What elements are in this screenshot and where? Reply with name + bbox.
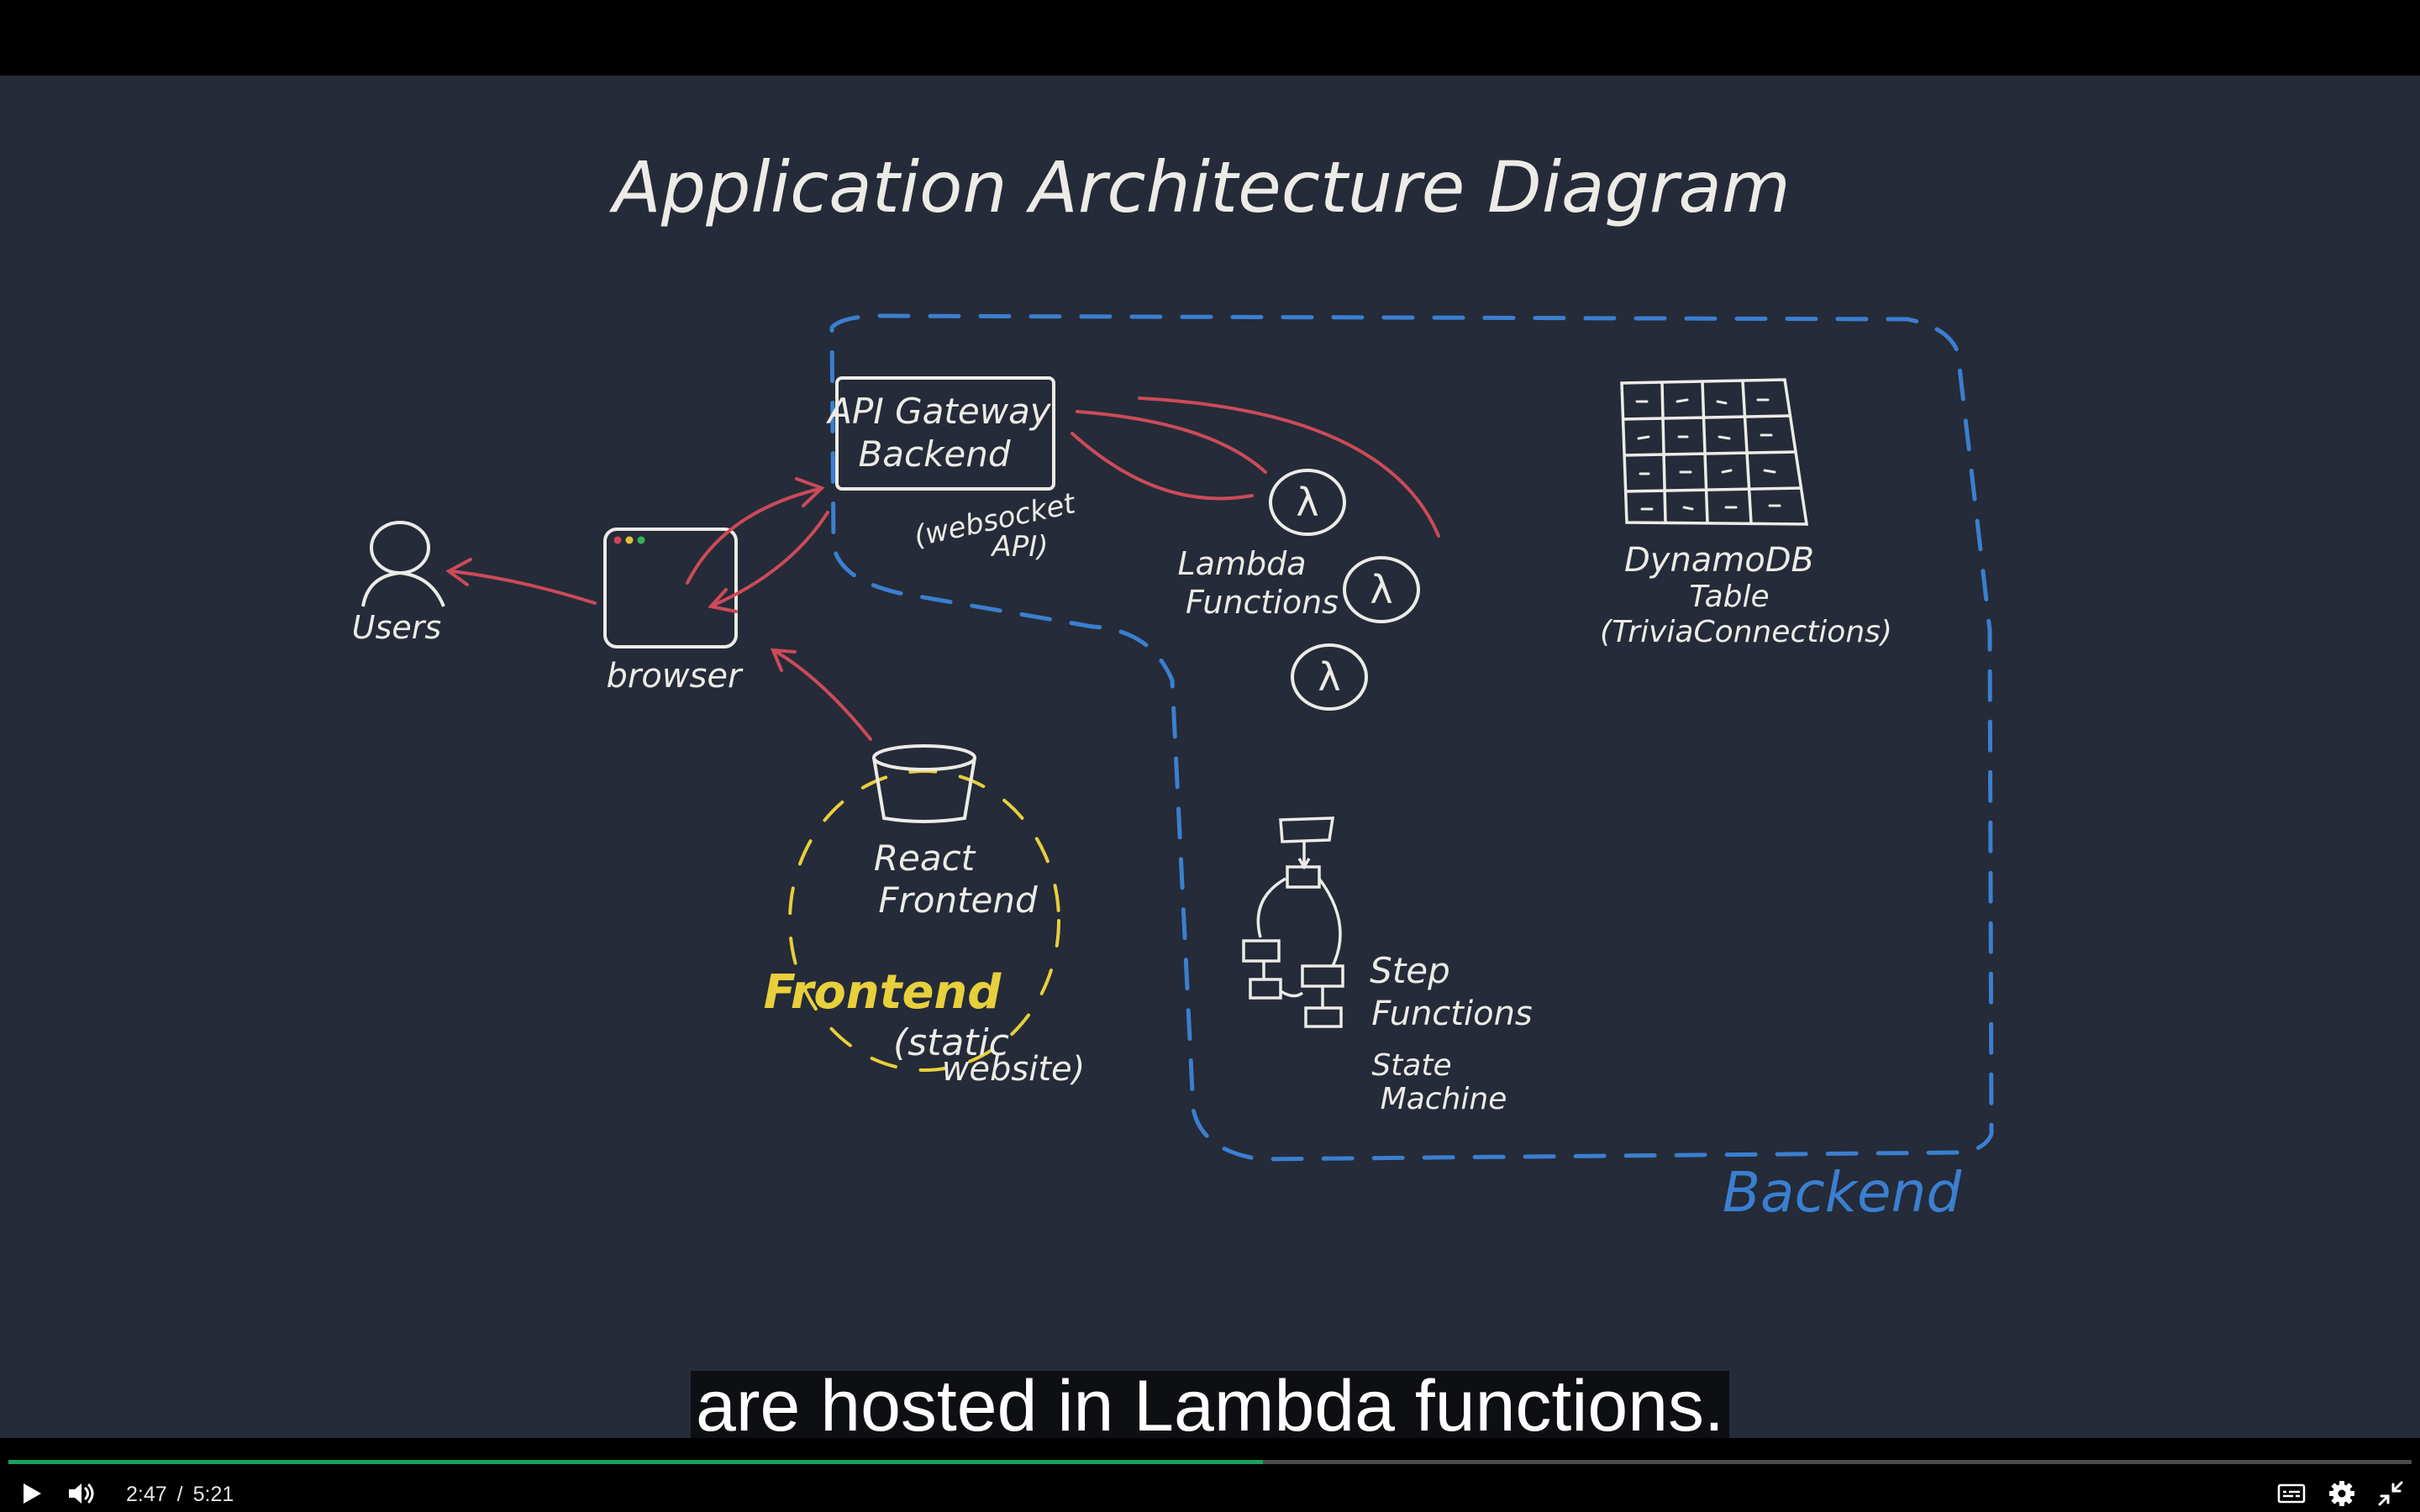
lambda-symbol-1: λ bbox=[1296, 480, 1318, 525]
video-frame[interactable]: Application Architecture Diagram Backend… bbox=[0, 76, 2420, 1438]
exit-fullscreen-button[interactable] bbox=[2371, 1477, 2410, 1510]
react-frontend-label-line2: Frontend bbox=[878, 879, 1038, 921]
captions-icon bbox=[2277, 1483, 2306, 1504]
time-separator: / bbox=[176, 1483, 183, 1506]
step-functions-label-line1: Step bbox=[1370, 950, 1450, 991]
dynamodb-label-line1: DynamoDB bbox=[1624, 541, 1814, 580]
dynamodb-table-icon bbox=[1620, 378, 1809, 526]
progress-bar-fill bbox=[8, 1460, 1263, 1464]
backend-label: Backend bbox=[1723, 1160, 1963, 1225]
api-gateway-box bbox=[835, 376, 1055, 491]
curve-api-to-dynamo bbox=[1138, 396, 1440, 538]
backend-boundary bbox=[829, 313, 1994, 1162]
captions-button[interactable] bbox=[2270, 1477, 2312, 1510]
lambda-symbol-3: λ bbox=[1318, 654, 1340, 700]
time-display: 2:47 / 5:21 bbox=[126, 1478, 234, 1510]
architecture-diagram: Application Architecture Diagram Backend… bbox=[352, 146, 1994, 1225]
subtitle-text: are hosted in Lambda functions. bbox=[691, 1370, 1729, 1442]
bucket-icon bbox=[872, 744, 976, 823]
arrow-browser-to-users-head bbox=[445, 558, 472, 586]
arrow-browser-to-api-head bbox=[795, 477, 825, 507]
subtitle-container: are hosted in Lambda functions. bbox=[0, 1370, 2420, 1442]
users-label: Users bbox=[352, 609, 441, 646]
frontend-label: Frontend bbox=[764, 965, 1002, 1020]
dynamodb-label-line2: Table bbox=[1689, 580, 1769, 614]
static-website-label-line2: website) bbox=[942, 1050, 1086, 1089]
browser-label: browser bbox=[607, 657, 744, 696]
arrow-frontend-to-browser-head bbox=[770, 648, 797, 672]
current-time: 2:47 bbox=[126, 1483, 167, 1506]
duration: 5:21 bbox=[192, 1483, 234, 1506]
settings-button[interactable] bbox=[2321, 1477, 2363, 1510]
react-frontend-label-line1: React bbox=[874, 837, 976, 879]
step-functions-icon bbox=[1242, 816, 1344, 1028]
play-icon bbox=[24, 1483, 41, 1504]
dynamodb-label-line3: (TriviaConnections) bbox=[1600, 615, 1892, 649]
lambda-label-line2: Functions bbox=[1186, 584, 1339, 621]
volume-icon bbox=[69, 1483, 94, 1504]
player-controls: 2:47 / 5:21 bbox=[0, 1438, 2420, 1512]
curve-api-to-lambda-1 bbox=[1076, 410, 1267, 474]
curve-api-to-lambda-2 bbox=[1071, 432, 1254, 501]
api-gateway-label-line2: Backend bbox=[858, 433, 1010, 475]
lambda-label-line1: Lambda bbox=[1177, 545, 1306, 582]
static-website-label-line1: (static bbox=[893, 1021, 1009, 1064]
lambda-icons bbox=[1269, 469, 1420, 711]
exit-fullscreen-icon bbox=[2378, 1481, 2403, 1506]
red-arrows bbox=[445, 396, 1440, 741]
progress-bar[interactable] bbox=[8, 1460, 2412, 1464]
state-machine-label-line1: State bbox=[1371, 1048, 1451, 1083]
api-gateway-label-line1: API Gateway bbox=[825, 391, 1051, 432]
top-letterbox bbox=[0, 0, 2420, 76]
diagram-title: Application Architecture Diagram bbox=[608, 146, 1790, 228]
browser-window-icon bbox=[603, 528, 738, 648]
dynamodb-cell-marks bbox=[1635, 398, 1781, 511]
arrow-browser-to-users bbox=[450, 570, 597, 605]
volume-button[interactable] bbox=[60, 1477, 104, 1510]
state-machine-label-line2: Machine bbox=[1381, 1082, 1507, 1116]
step-functions-label-line2: Functions bbox=[1371, 995, 1533, 1033]
gear-icon bbox=[2329, 1481, 2354, 1506]
arrow-api-to-browser-head bbox=[708, 588, 738, 613]
arrow-api-to-browser bbox=[713, 511, 829, 606]
websocket-api-label-line2: API) bbox=[990, 530, 1048, 564]
arrow-frontend-to-browser bbox=[775, 650, 872, 741]
users-icon bbox=[361, 521, 445, 607]
play-button[interactable] bbox=[12, 1477, 52, 1510]
lambda-symbol-2: λ bbox=[1370, 567, 1392, 612]
arrow-browser-to-api bbox=[686, 487, 821, 585]
